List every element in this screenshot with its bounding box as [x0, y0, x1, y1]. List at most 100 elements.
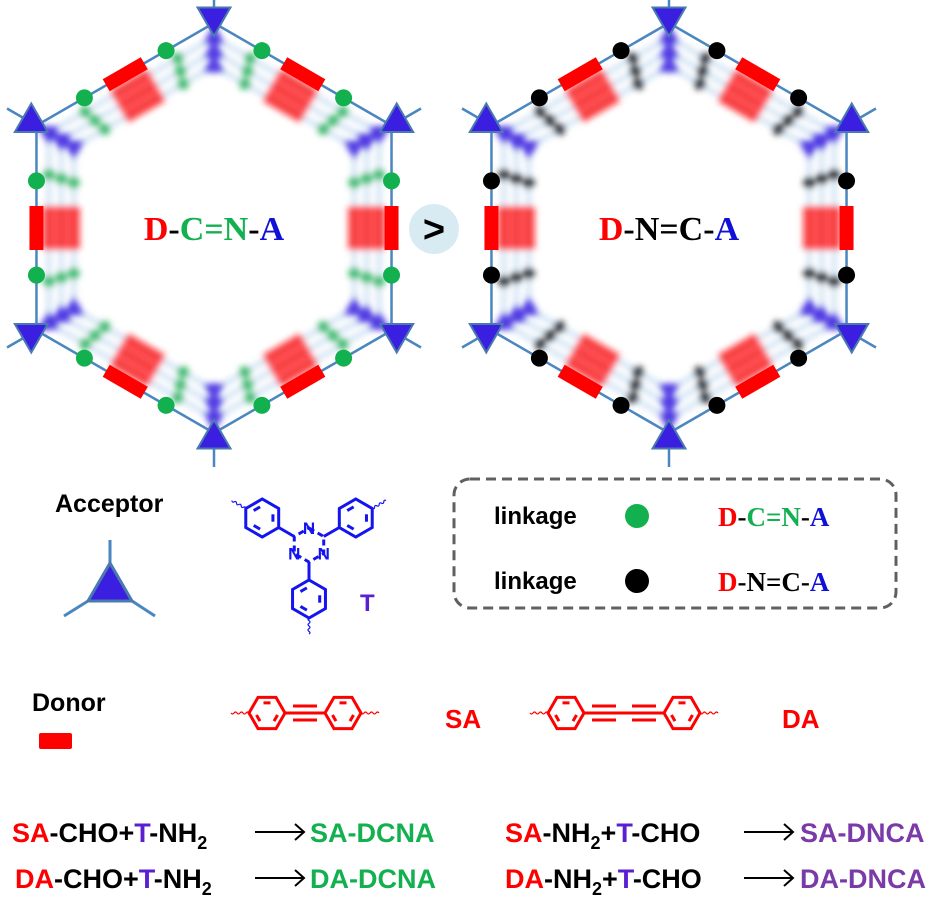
formula-segment: D [718, 502, 738, 532]
wavy-bond [699, 711, 719, 715]
layer-linkage [79, 338, 92, 351]
layer-linkage [772, 320, 785, 333]
layer-donor [121, 90, 166, 123]
layer-acceptor [505, 133, 528, 153]
layer-linkage [782, 114, 795, 127]
donor-unit [29, 205, 44, 250]
layer-donor [803, 206, 816, 250]
layer-acceptor [342, 295, 366, 316]
reaction-segment: DA [15, 864, 54, 894]
arm [131, 599, 156, 618]
layer-linkage [241, 65, 254, 78]
molecule-SA [230, 695, 380, 731]
inner-bond [252, 524, 261, 531]
layer-donor [717, 90, 762, 123]
layer-donor [564, 354, 609, 388]
inner-bond [348, 714, 355, 722]
layer-linkage [782, 329, 795, 342]
donor-unit [102, 57, 148, 92]
layer-acceptor [50, 133, 73, 153]
reaction-reactants: DA-CHO+T-NH2 [15, 864, 212, 899]
framework-label: D-C=N-A [144, 211, 285, 248]
layer-linkage [238, 77, 251, 90]
layer-linkage [497, 168, 510, 181]
layer-acceptor [505, 303, 528, 323]
wavy-bond [307, 617, 311, 635]
reaction-segment: 2 [592, 879, 602, 899]
formula-segment: -N=C- [738, 567, 810, 597]
linkage-dot [157, 42, 175, 60]
single-bond [277, 526, 296, 538]
linkage-dot [708, 42, 726, 60]
reaction-product: DA-DNCA [800, 864, 926, 894]
layer-linkage [67, 176, 80, 189]
framework-label: D-N=C-A [599, 211, 740, 248]
layer-acceptor [657, 38, 681, 59]
linkage-dot [27, 266, 45, 284]
label-segment: A [715, 211, 740, 248]
formula-segment: A [810, 502, 830, 532]
reaction-reactants: SA-NH2+T-CHO [505, 818, 700, 853]
linkage-dot [530, 89, 548, 107]
layer-linkage [373, 168, 386, 181]
wavy-bond [231, 500, 247, 509]
layer-linkage [67, 267, 80, 280]
inner-bond [346, 505, 355, 512]
label-segment: C=N [180, 211, 249, 248]
legend-dot-dcna [625, 504, 649, 528]
acceptor-unit [833, 101, 870, 133]
layer-linkage [553, 123, 566, 136]
inner-bond [571, 714, 578, 722]
layer-linkage [238, 366, 251, 379]
comparison-indicator: > [409, 204, 459, 254]
reaction-segment: -NH [154, 864, 202, 894]
layer-donor [109, 68, 154, 102]
layer-donor [115, 344, 160, 377]
layer-donor [723, 79, 768, 112]
layer-acceptor [355, 133, 378, 153]
layer-linkage [79, 105, 92, 118]
layer-linkage [336, 105, 349, 118]
layer-donor [373, 206, 386, 250]
layer-acceptor [202, 397, 226, 418]
linkage-dot [27, 172, 45, 190]
layer-linkage [815, 172, 828, 185]
legend-dot-dnca [625, 569, 649, 593]
layer-donor [268, 344, 313, 377]
reaction-segment: -NH [149, 818, 197, 848]
reaction-segment: DA [505, 864, 544, 894]
molecule-T-label: T [360, 590, 375, 617]
triazine-molecule-T: NNN [231, 497, 387, 635]
acceptor-unit [833, 323, 870, 355]
layer-linkage [88, 114, 101, 127]
inner-bond [346, 524, 355, 531]
legend-formula: D-C=N-A [718, 502, 830, 532]
layer-linkage [317, 320, 330, 333]
inner-bond [299, 586, 308, 593]
layer-linkage [803, 267, 816, 280]
linkage-dot [790, 349, 808, 367]
layer-donor [522, 206, 535, 250]
nitrogen-atom: N [288, 545, 300, 564]
linkage-dot [530, 349, 548, 367]
acceptor-unit [13, 323, 50, 355]
acceptor-unit [378, 323, 415, 355]
layer-acceptor [657, 397, 681, 418]
acceptor-unit [468, 323, 505, 355]
acceptor-unit [468, 101, 505, 133]
inner-bond [670, 714, 677, 722]
linkage-dot [612, 42, 630, 60]
linkage-dot [383, 266, 401, 284]
layer-acceptor [62, 140, 86, 161]
stacked-layers [37, 24, 391, 432]
formula-segment: A [810, 567, 830, 597]
layer-acceptor [202, 38, 226, 59]
linkage-dot [838, 172, 856, 190]
donor-bar-icon [39, 733, 72, 749]
acceptor-unit [195, 6, 233, 38]
comparison-bubble [409, 204, 459, 254]
linkage-dot [253, 42, 271, 60]
wavy-bond [230, 711, 250, 715]
reaction-segment: 2 [202, 879, 212, 899]
